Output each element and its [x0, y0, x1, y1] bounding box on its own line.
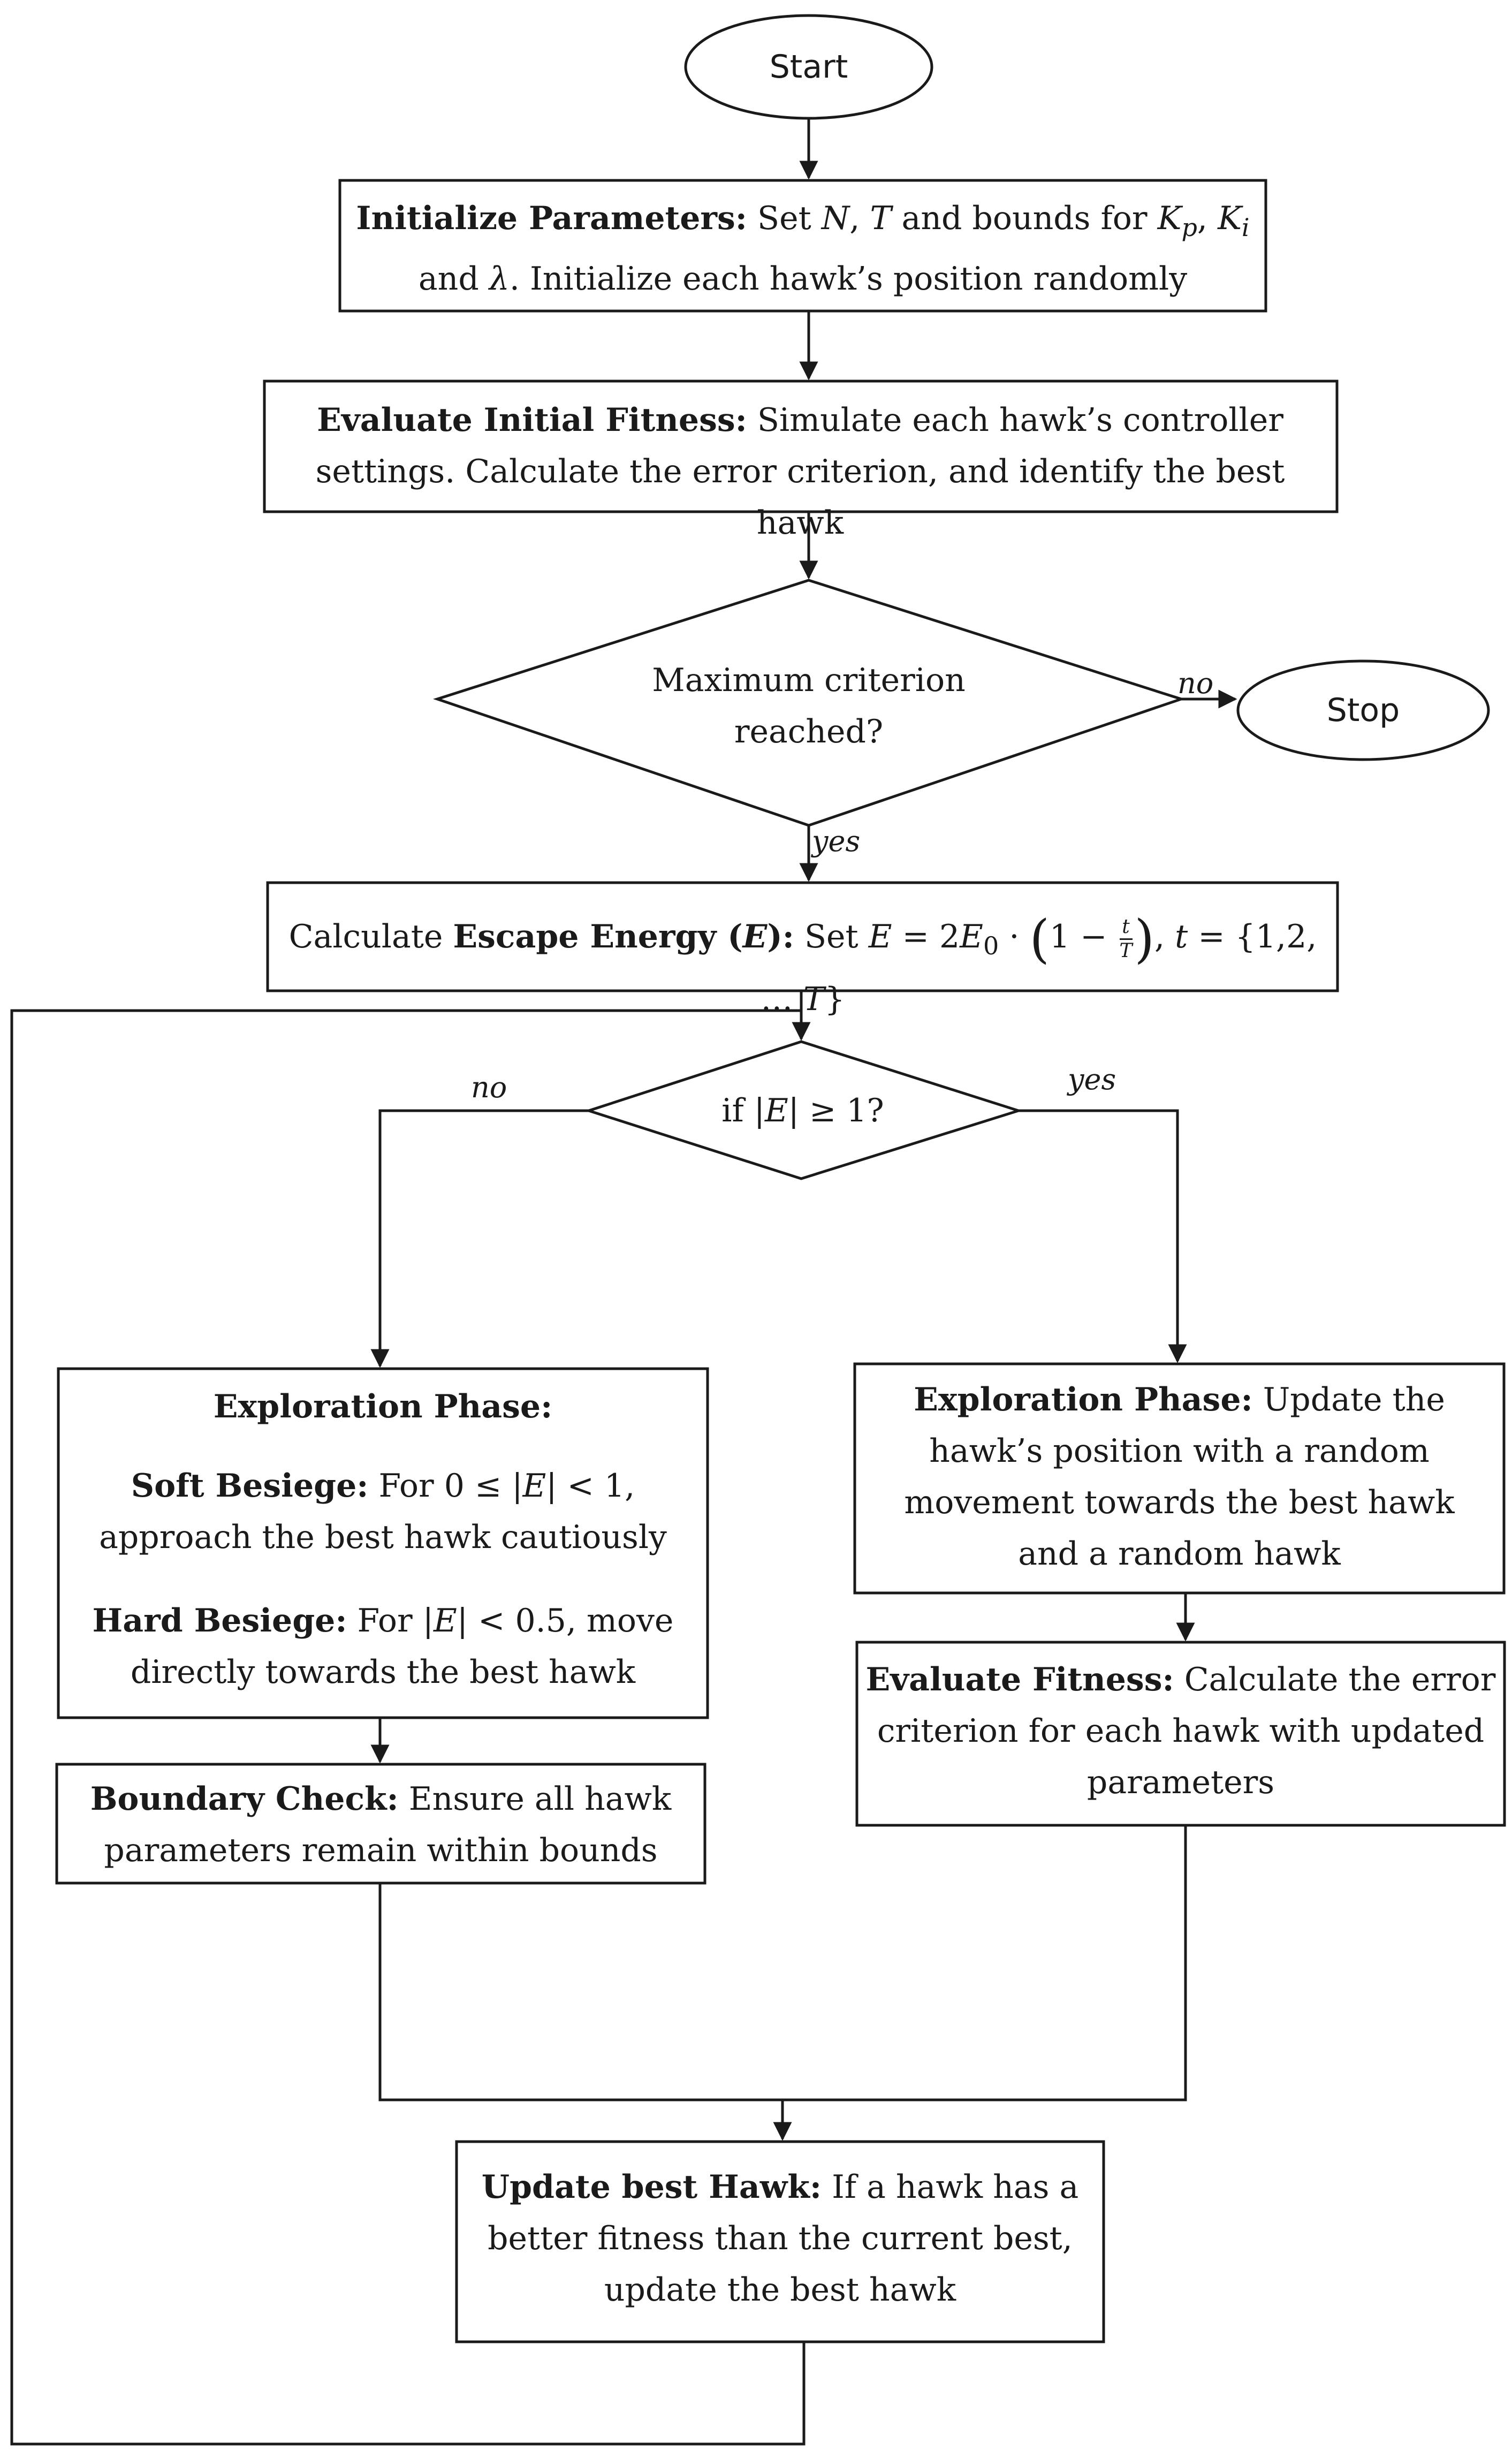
escape-formula-e: E: [868, 918, 892, 955]
evaluate-initial-fitness-box: [263, 380, 1339, 513]
update-best-line2: better fitness than the current best,: [488, 2220, 1073, 2257]
exploration-right-text: Exploration Phase: Update the hawk’s pos…: [857, 1374, 1501, 1580]
escape-bold: Escape Energy (: [453, 918, 743, 955]
eval-fitness-bold: Evaluate Fitness:: [865, 1661, 1174, 1698]
escape-bold2: ):: [767, 918, 794, 955]
soft-besiege-t2: | < 1,: [546, 1467, 635, 1505]
escape-one-minus: 1 −: [1049, 918, 1118, 955]
escape-set-vals: = {1,2, …: [761, 918, 1317, 1018]
escape-set: Set: [794, 918, 869, 955]
boundary-line1: Ensure all hawk: [398, 1780, 672, 1818]
escape-close: }: [824, 981, 845, 1018]
escape-tvar: t: [1175, 918, 1188, 955]
escape-t2: T: [803, 981, 825, 1018]
init-n: N: [821, 200, 850, 237]
init-bold: Initialize Parameters:: [356, 200, 747, 237]
edge-label-e-yes: yes: [1068, 1063, 1116, 1096]
init-t: T: [870, 200, 892, 237]
escape-paren-close: ): [1134, 909, 1154, 969]
escape-tail: ,: [1154, 918, 1175, 955]
decision-max-line2: reached?: [734, 713, 884, 750]
update-best-text: Update best Hawk: If a hawk has a better…: [459, 2161, 1101, 2316]
boundary-text: Boundary Check: Ensure all hawk paramete…: [59, 1773, 702, 1876]
escape-paren-open: (: [1029, 909, 1050, 969]
decision-e-post: | ≥ 1?: [788, 1092, 884, 1129]
soft-besiege-e: E: [522, 1467, 546, 1505]
eval-fitness-line3: parameters: [1086, 1764, 1275, 1801]
hard-besiege-t2: | < 0.5, move: [457, 1602, 674, 1640]
stop-terminal: [1236, 659, 1490, 761]
init-lambda: λ: [489, 260, 510, 298]
escape-e: E: [742, 918, 768, 955]
boundary-bold: Boundary Check:: [90, 1780, 399, 1818]
exploration-left-text: Exploration Phase: Soft Besiege: For 0 ≤…: [61, 1381, 705, 1698]
init-ki: K: [1218, 200, 1242, 237]
update-best-line3: update the best hawk: [604, 2271, 956, 2309]
edge-decision-e-no: [370, 1109, 589, 1368]
exploration-right-line1: Update the: [1252, 1381, 1445, 1418]
soft-besiege-t1: For 0 ≤ |: [368, 1467, 523, 1505]
edge-label-e-no: no: [471, 1071, 507, 1104]
init-t1: Set: [747, 200, 822, 237]
init-p: p: [1181, 213, 1197, 242]
init-text: Initialize Parameters: Set N, T and boun…: [343, 193, 1263, 305]
edge-label-max-no: no: [1177, 666, 1214, 700]
exploration-right-line2: hawk’s position with a random: [929, 1432, 1430, 1470]
eval-initial-line2: settings. Calculate the error criterion,…: [315, 453, 1285, 542]
init-t2: and bounds for: [891, 200, 1158, 237]
init-line2b: . Initialize each hawk’s position random…: [509, 260, 1188, 298]
escape-frac-den: T: [1119, 939, 1133, 962]
exploration-left-title: Exploration Phase:: [213, 1388, 553, 1425]
eval-initial-line1: Simulate each hawk’s controller: [747, 401, 1283, 439]
eval-fitness-line1: Calculate the error: [1174, 1661, 1496, 1698]
escape-e0: E: [960, 918, 983, 955]
hard-besiege-t1: For |: [347, 1602, 434, 1640]
eval-fitness-text: Evaluate Fitness: Calculate the error cr…: [860, 1654, 1502, 1808]
update-best-hawk-box: [455, 2140, 1105, 2343]
decision-e-pre: if |: [721, 1092, 765, 1129]
eval-initial-text: Evaluate Initial Fitness: Simulate each …: [268, 394, 1333, 549]
init-c2: ,: [1197, 200, 1218, 237]
escape-pre: Calculate: [288, 918, 453, 955]
decision-e-text: if |E| ≥ 1?: [642, 1085, 963, 1136]
start-label: Start: [769, 48, 848, 86]
hard-besiege-line2: directly towards the best hawk: [130, 1653, 636, 1691]
decision-e-var: E: [764, 1092, 788, 1129]
evaluate-fitness-box: [855, 1641, 1506, 1827]
escape-eq: = 2: [892, 918, 960, 955]
init-line2a: and: [418, 260, 489, 298]
init-kp: K: [1157, 200, 1182, 237]
edge-label-max-yes: yes: [812, 824, 861, 858]
update-best-bold: Update best Hawk:: [481, 2168, 822, 2206]
exploration-phase-left-box: [57, 1367, 709, 1719]
escape-dot: ·: [999, 918, 1030, 955]
soft-besiege-bold: Soft Besiege:: [131, 1467, 369, 1505]
soft-besiege-line2: approach the best hawk cautiously: [99, 1519, 667, 1556]
edge-decision-e-yes: [1019, 1109, 1187, 1363]
stop-label: Stop: [1326, 692, 1400, 729]
init-c1: ,: [849, 200, 870, 237]
escape-zero: 0: [983, 931, 999, 960]
exploration-phase-right-box: [853, 1362, 1506, 1595]
decision-max-text: Maximum criterion reached?: [541, 655, 1076, 757]
update-best-line1: If a hawk has a: [822, 2168, 1079, 2206]
eval-initial-bold: Evaluate Initial Fitness:: [317, 401, 747, 439]
decision-max-line1: Maximum criterion: [652, 662, 966, 699]
exploration-right-line3: movement towards the best hawk: [904, 1484, 1455, 1521]
escape-frac-num: t: [1119, 916, 1133, 940]
init-i: i: [1241, 213, 1250, 242]
escape-energy-text: Calculate Escape Energy (E): Set E = 2E0…: [270, 910, 1335, 1026]
escape-energy-decision: [584, 1040, 1023, 1180]
exploration-right-bold: Exploration Phase:: [914, 1381, 1253, 1418]
boundary-line2: parameters remain within bounds: [104, 1832, 658, 1869]
hard-besiege-e: E: [434, 1602, 457, 1640]
exploration-right-line4: and a random hawk: [1018, 1535, 1341, 1573]
hard-besiege-bold: Hard Besiege:: [92, 1602, 347, 1640]
initialize-parameters-box: [338, 179, 1267, 313]
eval-fitness-line2: criterion for each hawk with updated: [877, 1712, 1485, 1750]
edge-loop-back: [10, 1009, 806, 2446]
